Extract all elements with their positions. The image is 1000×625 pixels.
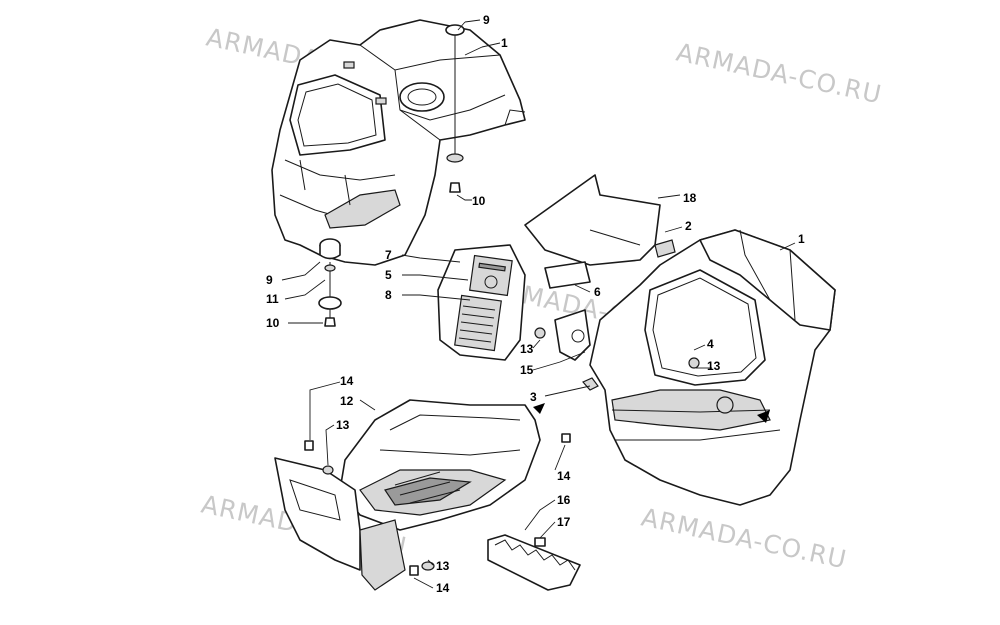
callouts: 9 1 10 9 11 10 7 5 8 18 2 1 6 13 15 4 13…: [266, 13, 805, 595]
callout-12: 12: [340, 394, 354, 408]
leader-lines: [281, 19, 796, 589]
arrow-marker-2: [757, 410, 770, 423]
callout-13-footwell: 13: [336, 418, 350, 432]
callout-14-bottom: 14: [436, 581, 450, 595]
clip-2: [654, 239, 676, 258]
callout-11: 11: [266, 292, 279, 306]
callout-8: 8: [385, 288, 392, 302]
fastener-stack-left: [318, 238, 342, 327]
left-fender: [271, 19, 526, 266]
splash-shield: [524, 174, 661, 266]
callout-13-bottom: 13: [436, 559, 450, 573]
callout-17: 17: [557, 515, 571, 529]
callout-2: 2: [685, 219, 692, 233]
plate-6: [544, 261, 591, 289]
callout-7: 7: [385, 248, 392, 262]
callout-16: 16: [557, 493, 571, 507]
arrow-marker-1: [533, 403, 545, 414]
callout-5: 5: [385, 268, 392, 282]
watermark-2: ARMADA-CO.RU: [674, 38, 885, 110]
step-plate-16: [487, 534, 581, 591]
access-cover: [437, 244, 526, 361]
callout-1-left: 1: [501, 36, 508, 50]
right-fender: [582, 229, 836, 506]
callout-14-right: 14: [557, 469, 571, 483]
push-rivet-upper: [445, 24, 465, 193]
small-fasteners: [304, 433, 571, 576]
callout-9-left: 9: [266, 273, 273, 287]
footwell: [274, 399, 541, 591]
nut-13: [534, 327, 546, 339]
callout-15: 15: [520, 363, 534, 377]
callout-1-right: 1: [798, 232, 805, 246]
callout-18: 18: [683, 191, 697, 205]
callout-14-top: 14: [340, 374, 354, 388]
callout-10-left: 10: [266, 316, 280, 330]
callout-9-top: 9: [483, 13, 490, 27]
callout-3: 3: [530, 390, 537, 404]
callout-13-right: 13: [707, 359, 721, 373]
callout-4: 4: [707, 337, 714, 351]
watermark-5: ARMADA-CO.RU: [639, 503, 850, 575]
callout-10-top: 10: [472, 194, 486, 208]
callout-13-cover: 13: [520, 342, 534, 356]
callout-6: 6: [594, 285, 601, 299]
